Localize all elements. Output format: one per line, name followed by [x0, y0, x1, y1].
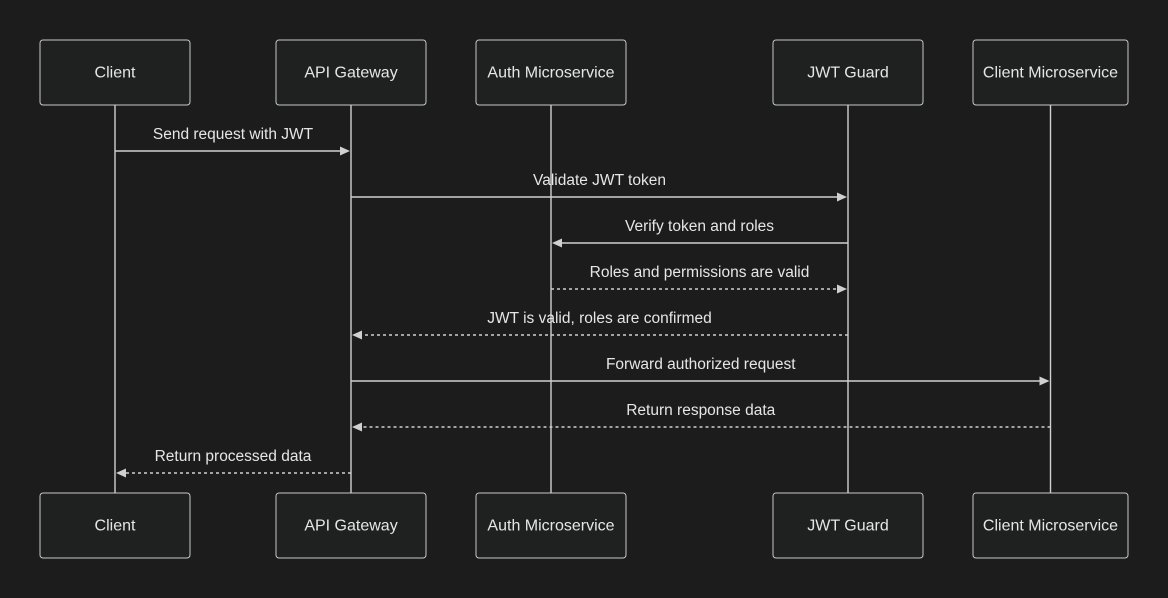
actor-box-guard-bottom: JWT Guard — [772, 492, 924, 559]
arrowhead — [837, 284, 847, 294]
arrowhead — [116, 468, 126, 478]
message-label: Forward authorized request — [606, 356, 796, 373]
actor-rect — [475, 492, 627, 559]
message-4: Roles and permissions are valid — [551, 264, 847, 294]
actor-label: Auth Microservice — [487, 518, 614, 535]
message-label: Roles and permissions are valid — [590, 264, 810, 281]
lifelines — [114, 105, 1052, 493]
message-label: JWT is valid, roles are confirmed — [487, 310, 712, 327]
actor-box-clientms-bottom: Client Microservice — [972, 492, 1129, 559]
actor-box-clientms-top: Client Microservice — [972, 39, 1129, 106]
message-7: Return response data — [352, 402, 1051, 432]
message-2: Validate JWT token — [351, 172, 847, 202]
arrowhead — [552, 238, 562, 248]
actor-rect — [275, 492, 427, 559]
actor-rect — [39, 39, 191, 106]
message-label: Return processed data — [155, 448, 312, 465]
arrowhead — [340, 146, 350, 156]
actor-box-client-bottom: Client — [39, 492, 191, 559]
message-6: Forward authorized request — [351, 356, 1050, 386]
arrowhead — [1039, 376, 1050, 386]
actor-box-auth-bottom: Auth Microservice — [475, 492, 627, 559]
actor-label: Client Microservice — [983, 65, 1118, 82]
actor-box-guard-top: JWT Guard — [772, 39, 924, 106]
message-8: Return processed data — [116, 448, 351, 478]
message-label: Return response data — [626, 402, 775, 419]
actor-label: Auth Microservice — [487, 65, 614, 82]
arrowhead — [352, 330, 362, 340]
actor-label: JWT Guard — [807, 65, 889, 82]
message-label: Send request with JWT — [153, 126, 314, 143]
actor-label: API Gateway — [304, 65, 397, 82]
message-1: Send request with JWT — [115, 126, 350, 156]
actor-box-client-top: Client — [39, 39, 191, 106]
message-3: Verify token and roles — [552, 218, 848, 248]
actor-box-auth-top: Auth Microservice — [475, 39, 627, 106]
message-label: Validate JWT token — [533, 172, 666, 189]
message-label: Verify token and roles — [625, 218, 774, 235]
arrowhead — [352, 422, 362, 432]
actor-rect — [972, 39, 1129, 106]
arrowhead — [837, 192, 847, 202]
actor-rect — [39, 492, 191, 559]
actors-bottom: Client API Gateway Auth Microservice JWT Gu… — [39, 492, 1129, 559]
actor-label: Client Microservice — [983, 518, 1118, 535]
message-5: JWT is valid, roles are confirmed — [352, 310, 848, 340]
actor-rect — [475, 39, 627, 106]
messages: Send request with JWT Validate JWT tokenV… — [115, 126, 1051, 478]
actor-rect — [772, 492, 924, 559]
actor-label: Client — [95, 65, 136, 82]
actor-rect — [972, 492, 1129, 559]
actors-top: Client API Gateway Auth Microservice JWT Gu… — [39, 39, 1129, 106]
actor-rect — [772, 39, 924, 106]
actor-label: Client — [95, 518, 136, 535]
actor-label: JWT Guard — [807, 518, 889, 535]
actor-rect — [275, 39, 427, 106]
actor-box-gateway-top: API Gateway — [275, 39, 427, 106]
actor-box-gateway-bottom: API Gateway — [275, 492, 427, 559]
actor-label: API Gateway — [304, 518, 397, 535]
